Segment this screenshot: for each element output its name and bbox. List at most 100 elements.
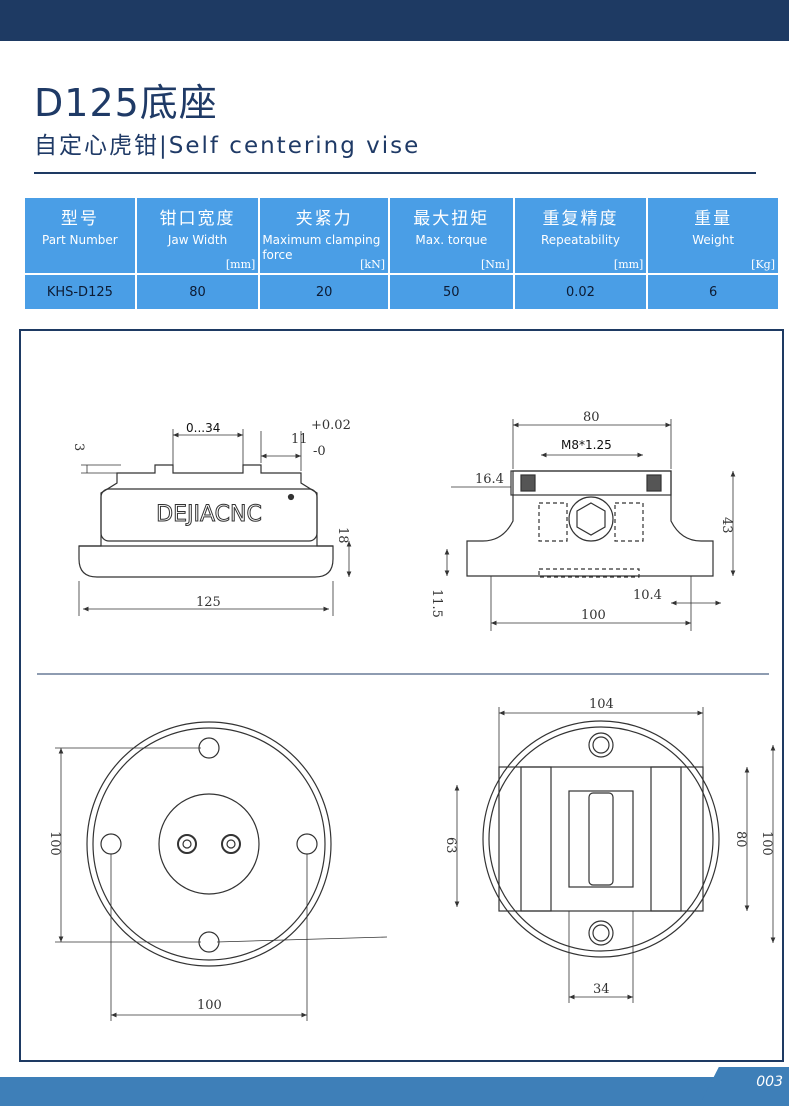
dim-spacing-100: 100: [581, 608, 606, 623]
bottom-view: [86, 721, 332, 967]
bottom-dimensions: [55, 747, 388, 1021]
top-hole-bottom-inner: [592, 924, 610, 942]
bottom-hole-left: [100, 833, 122, 855]
side-hidden-left: [538, 502, 568, 542]
dim-height-18: 18: [335, 527, 350, 544]
cell-jaw-width: 80: [136, 275, 259, 309]
bottom-outer-circle: [86, 721, 332, 967]
cell-repeatability: 0.02: [514, 275, 647, 309]
side-jaw-bar: [510, 470, 672, 496]
col-clamping-force: 夹紧力 Maximum clamping force [kN]: [260, 198, 388, 273]
bottom-pin-left: [177, 834, 197, 854]
col-weight: 重量 Weight [Kg]: [648, 198, 778, 273]
col-label-en: Jaw Width: [167, 233, 228, 247]
col-unit: [Nm]: [480, 258, 510, 271]
col-max-torque: 最大扭矩 Max. torque [Nm]: [390, 198, 513, 273]
front-brand-text: DEJIACNC: [156, 502, 262, 527]
spec-value-row: KHS-D125 80 20 50 0.02 6: [25, 275, 778, 309]
side-dimensions: [444, 419, 736, 631]
dim-top-100: 100: [759, 831, 774, 856]
dim-width-80: 80: [583, 410, 600, 425]
side-hidden-base: [538, 568, 640, 578]
bottom-pin-left-core: [182, 839, 192, 849]
top-view: [482, 720, 720, 958]
side-hidden-right: [614, 502, 644, 542]
bottom-pin-right-core: [226, 839, 236, 849]
top-hole-top-inner: [592, 736, 610, 754]
front-logo-dot: [287, 493, 295, 501]
cell-weight: 6: [648, 275, 778, 309]
dim-tol-plus: +0.02: [311, 418, 351, 433]
side-jaw-left: [520, 474, 536, 492]
top-jaw-left: [520, 766, 552, 912]
dim-top-63: 63: [443, 837, 458, 854]
side-jaw-right: [646, 474, 662, 492]
col-label-en: Repeatability: [540, 233, 620, 247]
dim-offset-16-4: 16.4: [475, 472, 504, 487]
side-view: [466, 470, 714, 578]
col-label-zh: 最大扭矩: [413, 209, 490, 229]
top-hole-bottom: [588, 920, 614, 946]
top-jaw-right: [650, 766, 682, 912]
spec-header-row: 型号 Part Number 钳口宽度 Jaw Width [mm] 夹紧力 M…: [25, 198, 778, 273]
side-body-outline: [466, 470, 714, 577]
page-number: 003: [756, 1074, 783, 1090]
bottom-inner-circle: [92, 727, 326, 961]
col-unit: [mm]: [225, 258, 256, 271]
top-banner: [0, 0, 789, 41]
col-label-zh: 重量: [694, 209, 733, 229]
bottom-banner: [0, 1077, 789, 1106]
col-jaw-width: 钳口宽度 Jaw Width [mm]: [136, 198, 259, 273]
page-title: D125底座: [34, 81, 218, 125]
dim-jaw-range: 0...34: [186, 421, 220, 435]
col-label-zh: 重复精度: [542, 209, 619, 229]
col-label-en: Max. torque: [415, 233, 488, 247]
bottom-pin-right: [221, 834, 241, 854]
page-subtitle: 自定心虎钳|Self centering vise: [34, 133, 421, 159]
col-label-en: Part Number: [42, 233, 118, 247]
col-unit: [Kg]: [751, 258, 775, 271]
top-dimensions: [454, 707, 776, 1003]
side-screw-hex: [576, 502, 606, 536]
cell-max-torque: 50: [390, 275, 513, 309]
top-outer-circle: [482, 720, 720, 958]
col-label-zh: 夹紧力: [295, 209, 353, 229]
dim-step-3: 3: [71, 443, 86, 451]
leader-line: [216, 936, 388, 943]
dim-width-125: 125: [196, 595, 221, 610]
col-repeatability: 重复精度 Repeatability [mm]: [514, 198, 647, 273]
col-unit: [mm]: [613, 258, 644, 271]
col-part-number: 型号 Part Number: [25, 198, 135, 273]
dim-top-104: 104: [589, 697, 614, 712]
dim-top-34: 34: [593, 982, 610, 997]
top-body-rect: [498, 766, 704, 912]
top-inner-circle: [488, 726, 714, 952]
spec-table: 型号 Part Number 钳口宽度 Jaw Width [mm] 夹紧力 M…: [23, 196, 780, 311]
bottom-center-boss: [158, 793, 260, 895]
technical-drawing: DEJIACNC 0...34 125 18 3 11 +0.02 -0: [19, 329, 784, 1062]
drawing-canvas: DEJIACNC 0...34 125 18 3 11 +0.02 -0: [37, 410, 776, 1021]
dim-tol-minus: -0: [313, 444, 326, 459]
title-divider: [34, 172, 756, 174]
col-label-zh: 钳口宽度: [159, 209, 236, 229]
top-spindle: [588, 792, 614, 886]
front-body-outline: [78, 464, 334, 578]
front-jaw-face: [100, 488, 318, 542]
top-hole-top: [588, 732, 614, 758]
dim-slot-11: 11: [291, 432, 308, 447]
side-screw-outer: [568, 496, 614, 542]
dim-bottom-vertical: 100: [47, 831, 62, 856]
dim-height-43: 43: [719, 517, 734, 534]
cell-clamping-force: 20: [260, 275, 388, 309]
col-label-en: Maximum clamping force: [262, 233, 381, 262]
bottom-hole-top: [198, 737, 220, 759]
dim-top-80: 80: [733, 831, 748, 848]
dim-edge-10-4: 10.4: [633, 588, 662, 603]
col-unit: [kN]: [360, 258, 385, 271]
front-dimensions: [78, 429, 352, 616]
dim-base-11-5: 11.5: [429, 589, 444, 618]
bottom-hole-bottom: [198, 931, 220, 953]
top-slide: [568, 790, 634, 888]
front-view: DEJIACNC: [78, 464, 334, 578]
dim-thread: M8*1.25: [561, 438, 612, 452]
